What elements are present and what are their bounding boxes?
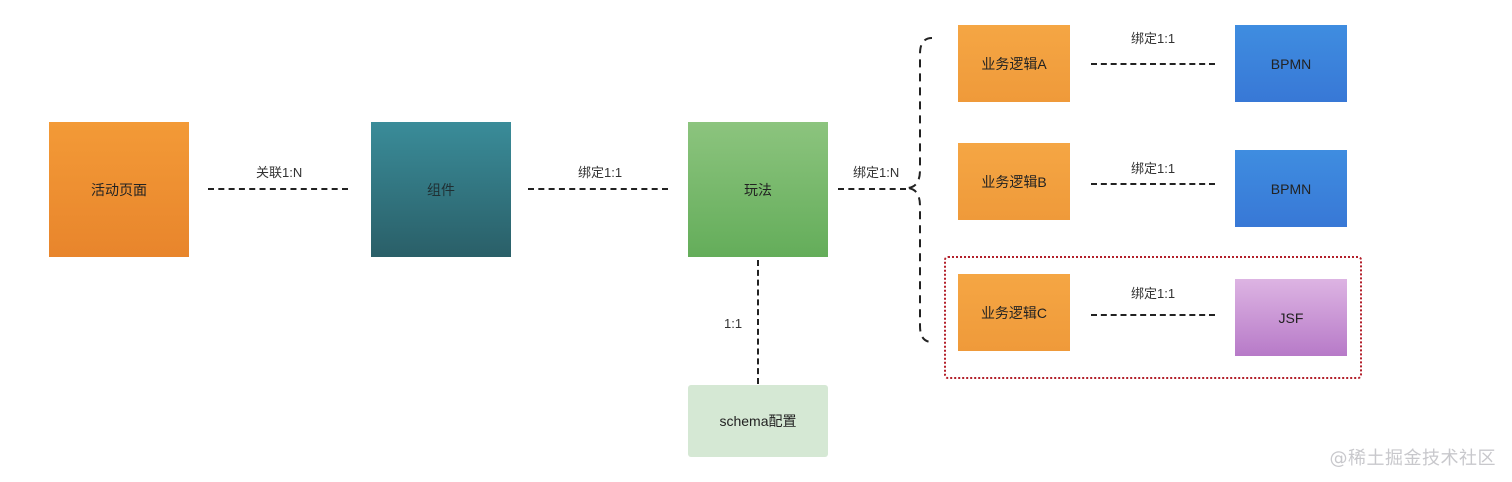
node-business-logic-a[interactable]: 业务逻辑A xyxy=(958,25,1070,102)
edge-label-logic-c-jsf: 绑定1:1 xyxy=(1131,286,1176,301)
edge-page-component xyxy=(208,188,348,190)
edge-label-gameplay-schema: 1:1 xyxy=(724,316,743,331)
node-business-logic-b[interactable]: 业务逻辑B xyxy=(958,143,1070,220)
edge-component-gameplay xyxy=(528,188,668,190)
node-bpmn-b[interactable]: BPMN xyxy=(1235,150,1347,227)
watermark: @稀土掘金技术社区 xyxy=(1329,448,1496,469)
edge-label-logic-a-bpmn: 绑定1:1 xyxy=(1131,31,1176,46)
edge-logic-b-bpmn xyxy=(1091,183,1215,185)
node-business-logic-c[interactable]: 业务逻辑C xyxy=(958,274,1070,351)
node-component[interactable]: 组件 xyxy=(371,122,511,257)
node-gameplay[interactable]: 玩法 xyxy=(688,122,828,257)
node-bpmn-a[interactable]: BPMN xyxy=(1235,25,1347,102)
edge-logic-a-bpmn xyxy=(1091,63,1215,65)
edge-label-component-gameplay: 绑定1:1 xyxy=(578,165,623,180)
edge-label-gameplay-logic: 绑定1:N xyxy=(853,165,900,180)
node-activity-page[interactable]: 活动页面 xyxy=(49,122,189,257)
curly-brace xyxy=(905,37,933,343)
edge-gameplay-schema xyxy=(757,260,759,384)
edge-logic-c-jsf xyxy=(1091,314,1215,316)
node-jsf[interactable]: JSF xyxy=(1235,279,1347,356)
edge-label-page-component: 关联1:N xyxy=(256,165,303,180)
highlight-box-logic-c xyxy=(944,256,1362,379)
edge-gameplay-brace xyxy=(838,188,906,190)
edge-label-logic-b-bpmn: 绑定1:1 xyxy=(1131,161,1176,176)
node-schema-config[interactable]: schema配置 xyxy=(688,385,828,457)
